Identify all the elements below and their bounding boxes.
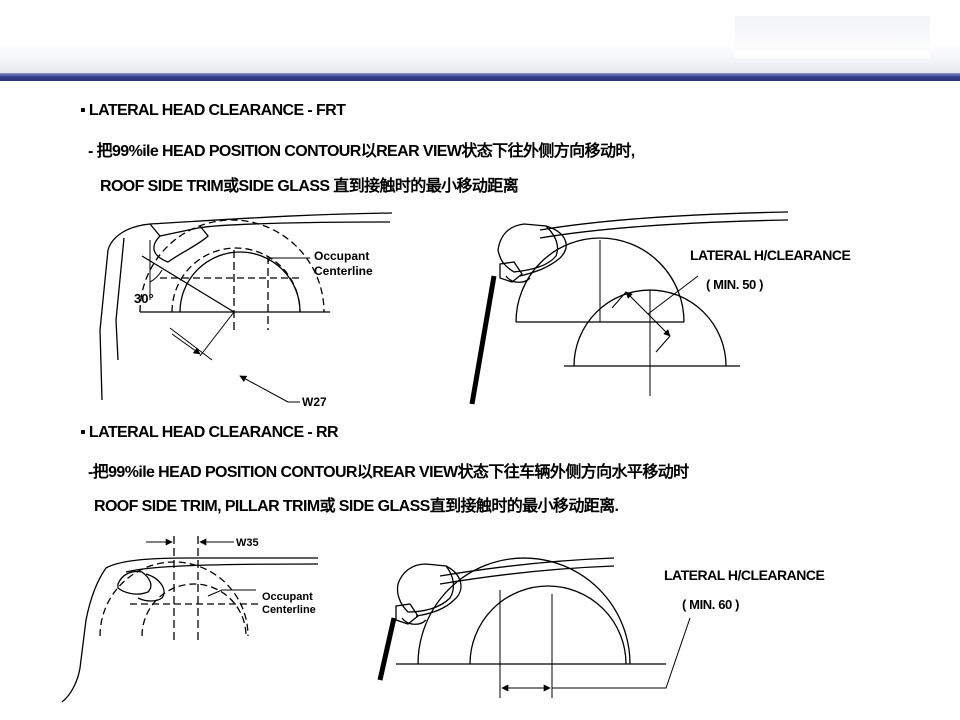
rr-left-roof: [105, 557, 318, 569]
frt-left-w27-arrow-upper: [171, 333, 201, 355]
frt-left-angle-line: [141, 255, 235, 313]
rr-right-leader: [552, 617, 691, 689]
frt-left-pillar-outline: [107, 212, 393, 251]
header-rule: [0, 73, 960, 81]
frt-left-trim: [153, 225, 209, 263]
rr-description-line1: -把99%ile HEAD POSITION CONTOUR以REAR VIEW…: [88, 464, 689, 481]
header-highlight: [735, 16, 930, 58]
frt-left-head-contour: [139, 219, 325, 313]
frt-right-glass: [469, 275, 497, 405]
rr-left-trim: [117, 570, 152, 595]
frt-left-w27-arrow-lower: [239, 375, 289, 403]
rr-right-clip: [395, 603, 419, 625]
rr-left-occupant-leader: [207, 589, 256, 597]
rr-right-clearance-label: LATERAL H/CLEARANCE: [664, 567, 824, 583]
rr-right-head-contour-shift: [469, 585, 627, 665]
frt-left-angle-arc: [149, 269, 163, 283]
frt-right-leader: [647, 275, 699, 315]
rr-heading: ▪ LATERAL HEAD CLEARANCE - RR: [80, 424, 339, 441]
frt-left-figure: [99, 212, 393, 403]
frt-right-figure: [469, 211, 789, 405]
rr-right-roof-inner: [439, 565, 615, 585]
frt-left-pillar-outline-inner: [149, 221, 391, 237]
frt-description-line2: ROOF SIDE TRIM或SIDE GLASS 直到接触时的最小移动距离: [100, 178, 519, 195]
rr-right-pillar-trim: [415, 565, 462, 617]
frt-right-pillar: [497, 223, 559, 273]
frt-right-clearance-ext: [611, 291, 627, 309]
frt-left-w27-label: W27: [302, 395, 327, 409]
rr-left-figure: [61, 536, 319, 703]
frt-right-min-label: ( MIN. 50 ): [706, 277, 763, 292]
rr-right-figure: [377, 557, 691, 698]
frt-right-clearance-ext2: [655, 335, 671, 353]
rr-right-head-contour: [417, 557, 631, 665]
rr-left-trim-inner: [137, 573, 165, 602]
frt-left-angle-label: 30°: [134, 291, 154, 306]
frt-right-clearance-label: LATERAL H/CLEARANCE: [690, 247, 850, 263]
frt-right-pillar-trim: [519, 225, 567, 277]
rr-description-line2: ROOF SIDE TRIM, PILLAR TRIM或 SIDE GLASS直…: [94, 498, 619, 515]
frt-right-clip: [499, 261, 523, 283]
rr-left-occupant-label-2: Centerline: [262, 604, 316, 616]
frt-heading: ▪ LATERAL HEAD CLEARANCE - FRT: [80, 102, 346, 119]
rr-left-w35-label: W35: [236, 537, 259, 549]
frt-left-occupant-label-1: Occupant: [314, 249, 369, 263]
frt-right-head-contour: [515, 237, 685, 323]
rr-right-min-label: ( MIN. 60 ): [682, 597, 739, 612]
frt-left-side-line: [99, 249, 109, 401]
frt-description-line1: - 把99%ile HEAD POSITION CONTOUR以REAR VIE…: [88, 143, 635, 160]
rr-right-glass: [377, 617, 397, 681]
frt-left-side-line-inner: [115, 237, 125, 361]
rr-left-head-contour-inner: [141, 583, 247, 637]
frt-left-occupant-leader: [267, 257, 310, 263]
frt-left-w27-line: [199, 311, 235, 357]
rr-left-occupant-label-1: Occupant: [262, 591, 313, 603]
frt-left-head-solid: [179, 251, 301, 313]
rr-left-side: [61, 567, 107, 703]
rr-right-clip-detail: [401, 617, 427, 625]
frt-right-roof-inner: [539, 219, 789, 239]
frt-left-occupant-label-2: Centerline: [314, 264, 373, 278]
frt-left-w27-ext: [169, 327, 213, 361]
frt-right-roof: [539, 211, 789, 231]
rr-right-roof: [439, 557, 615, 577]
rr-left-roof-inner: [125, 563, 319, 573]
